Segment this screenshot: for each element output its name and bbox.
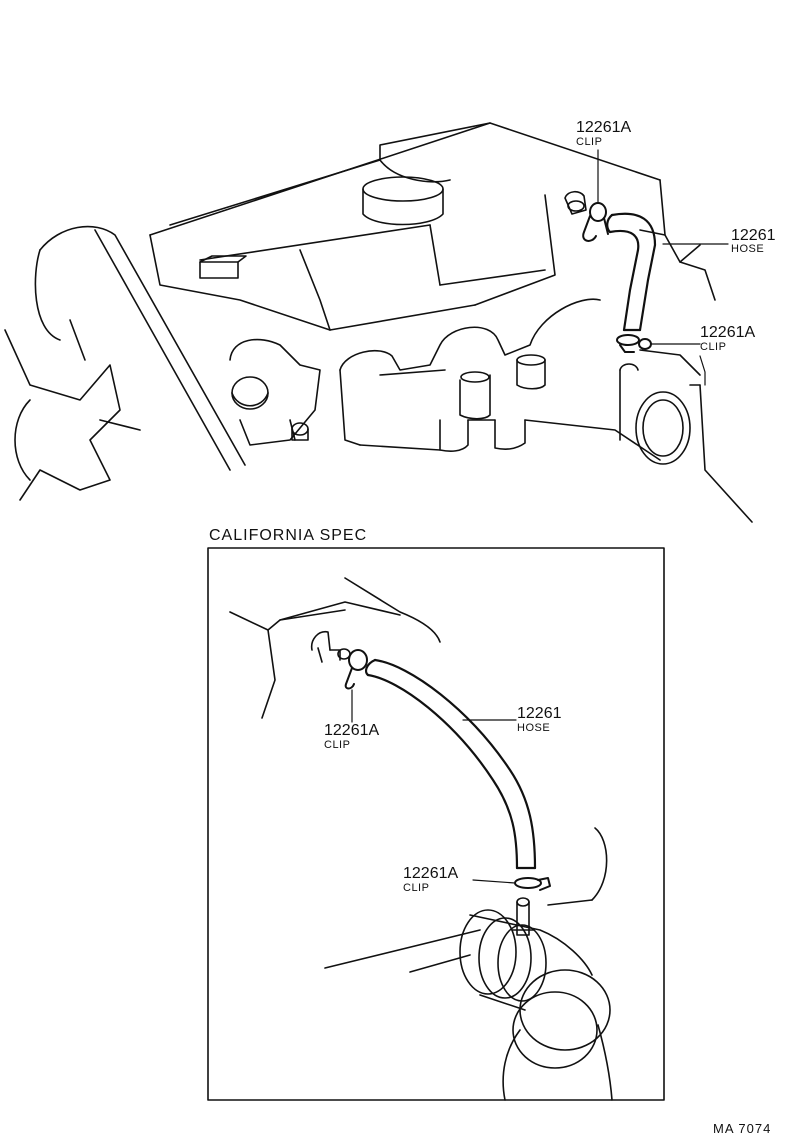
inset-hose-part-number: 12261 [517,705,562,722]
inset-frame [207,547,665,1101]
inset-clip-bottom-part-number: 12261A [403,865,459,882]
clip-bottom-inset [514,877,551,891]
clip-bottom-part-number: 12261A [700,324,756,341]
inset-clip-left-part-number: 12261A [324,722,380,739]
clip-top-part-number: 12261A [576,119,632,136]
clip-left-inset [344,649,368,690]
thermostat-housing [229,338,321,446]
oil-filler-cap [362,176,444,226]
inset-clip-left-name: CLIP [324,739,351,751]
hose-name: HOSE [731,243,765,255]
clip-top-name: CLIP [576,136,603,148]
intake-pipe [635,384,753,523]
figure-code: MA 7074 [713,1121,772,1136]
leader-lines-main [597,149,729,386]
inset-outlet-fitting [310,630,351,663]
clip-bottom-main [616,334,652,353]
inset-title: CALIFORNIA SPEC [209,527,368,544]
leader-lines-inset [351,689,517,884]
inset-illustration [229,577,613,1101]
clip-top-main [582,202,609,242]
inset-inlet-nipple [511,897,535,936]
engine-illustration [4,122,753,523]
intake-manifold [339,298,701,461]
ventilation-hose-inset [364,658,537,870]
hose-part-number: 12261 [731,227,776,244]
cooling-fan [4,319,141,501]
clip-bottom-name: CLIP [700,341,727,353]
inset-clip-bottom-name: CLIP [403,882,430,894]
ventilation-hose-main [606,212,657,332]
inset-air-duct [324,827,613,1101]
inset-hose-name: HOSE [517,722,551,734]
